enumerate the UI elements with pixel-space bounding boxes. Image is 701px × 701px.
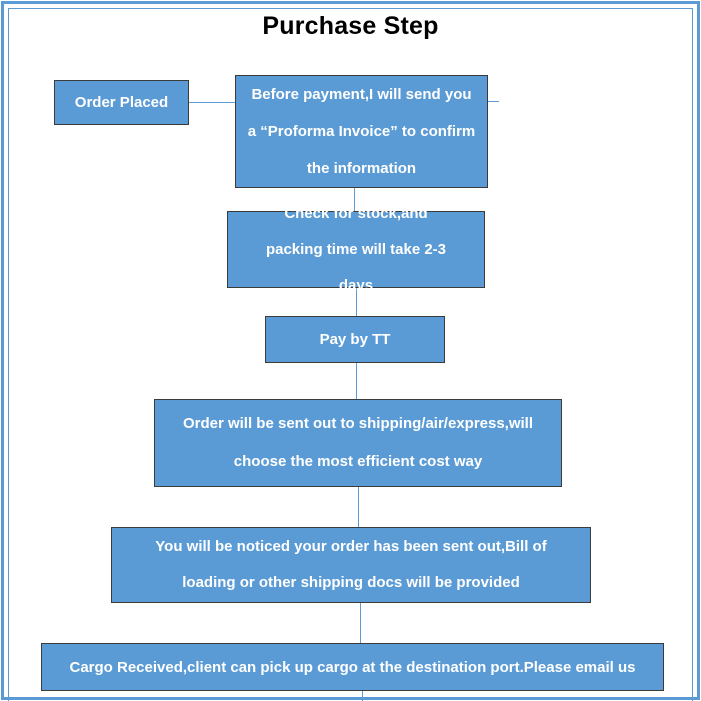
step-label: Pay by TT <box>319 331 391 348</box>
step-label: Order Placed <box>74 94 169 111</box>
step-pay-by-tt: Pay by TT <box>265 316 445 363</box>
step-proforma-invoice: Before payment,I will send you a “Profor… <box>235 75 488 188</box>
step-label: Order will be sent out to shipping/air/e… <box>182 415 534 470</box>
step-check-stock: Check for stock,and packing time will ta… <box>227 205 485 294</box>
connector-1 <box>354 188 355 211</box>
connector-5 <box>360 603 361 643</box>
inner-frame <box>8 8 693 701</box>
diagram-title: Purchase Step <box>262 12 439 40</box>
connector-2 <box>356 288 357 316</box>
connector-order-placed <box>189 102 236 103</box>
connector-3 <box>356 363 357 399</box>
connector-proforma-tail <box>488 101 499 102</box>
step-label: Check for stock,and packing time will ta… <box>265 204 447 294</box>
step-shipping: Order will be sent out to shipping/air/e… <box>154 399 562 487</box>
step-cargo-received: Cargo Received,client can pick up cargo … <box>41 643 664 691</box>
step-order-placed: Order Placed <box>54 80 189 125</box>
connector-4 <box>358 487 359 527</box>
step-notification: You will be noticed your order has been … <box>111 527 591 603</box>
connector-6 <box>362 691 363 701</box>
step-label: You will be noticed your order has been … <box>155 538 547 591</box>
step-label: Cargo Received,client can pick up cargo … <box>69 658 636 676</box>
step-label: Before payment,I will send you a “Profor… <box>247 86 476 177</box>
